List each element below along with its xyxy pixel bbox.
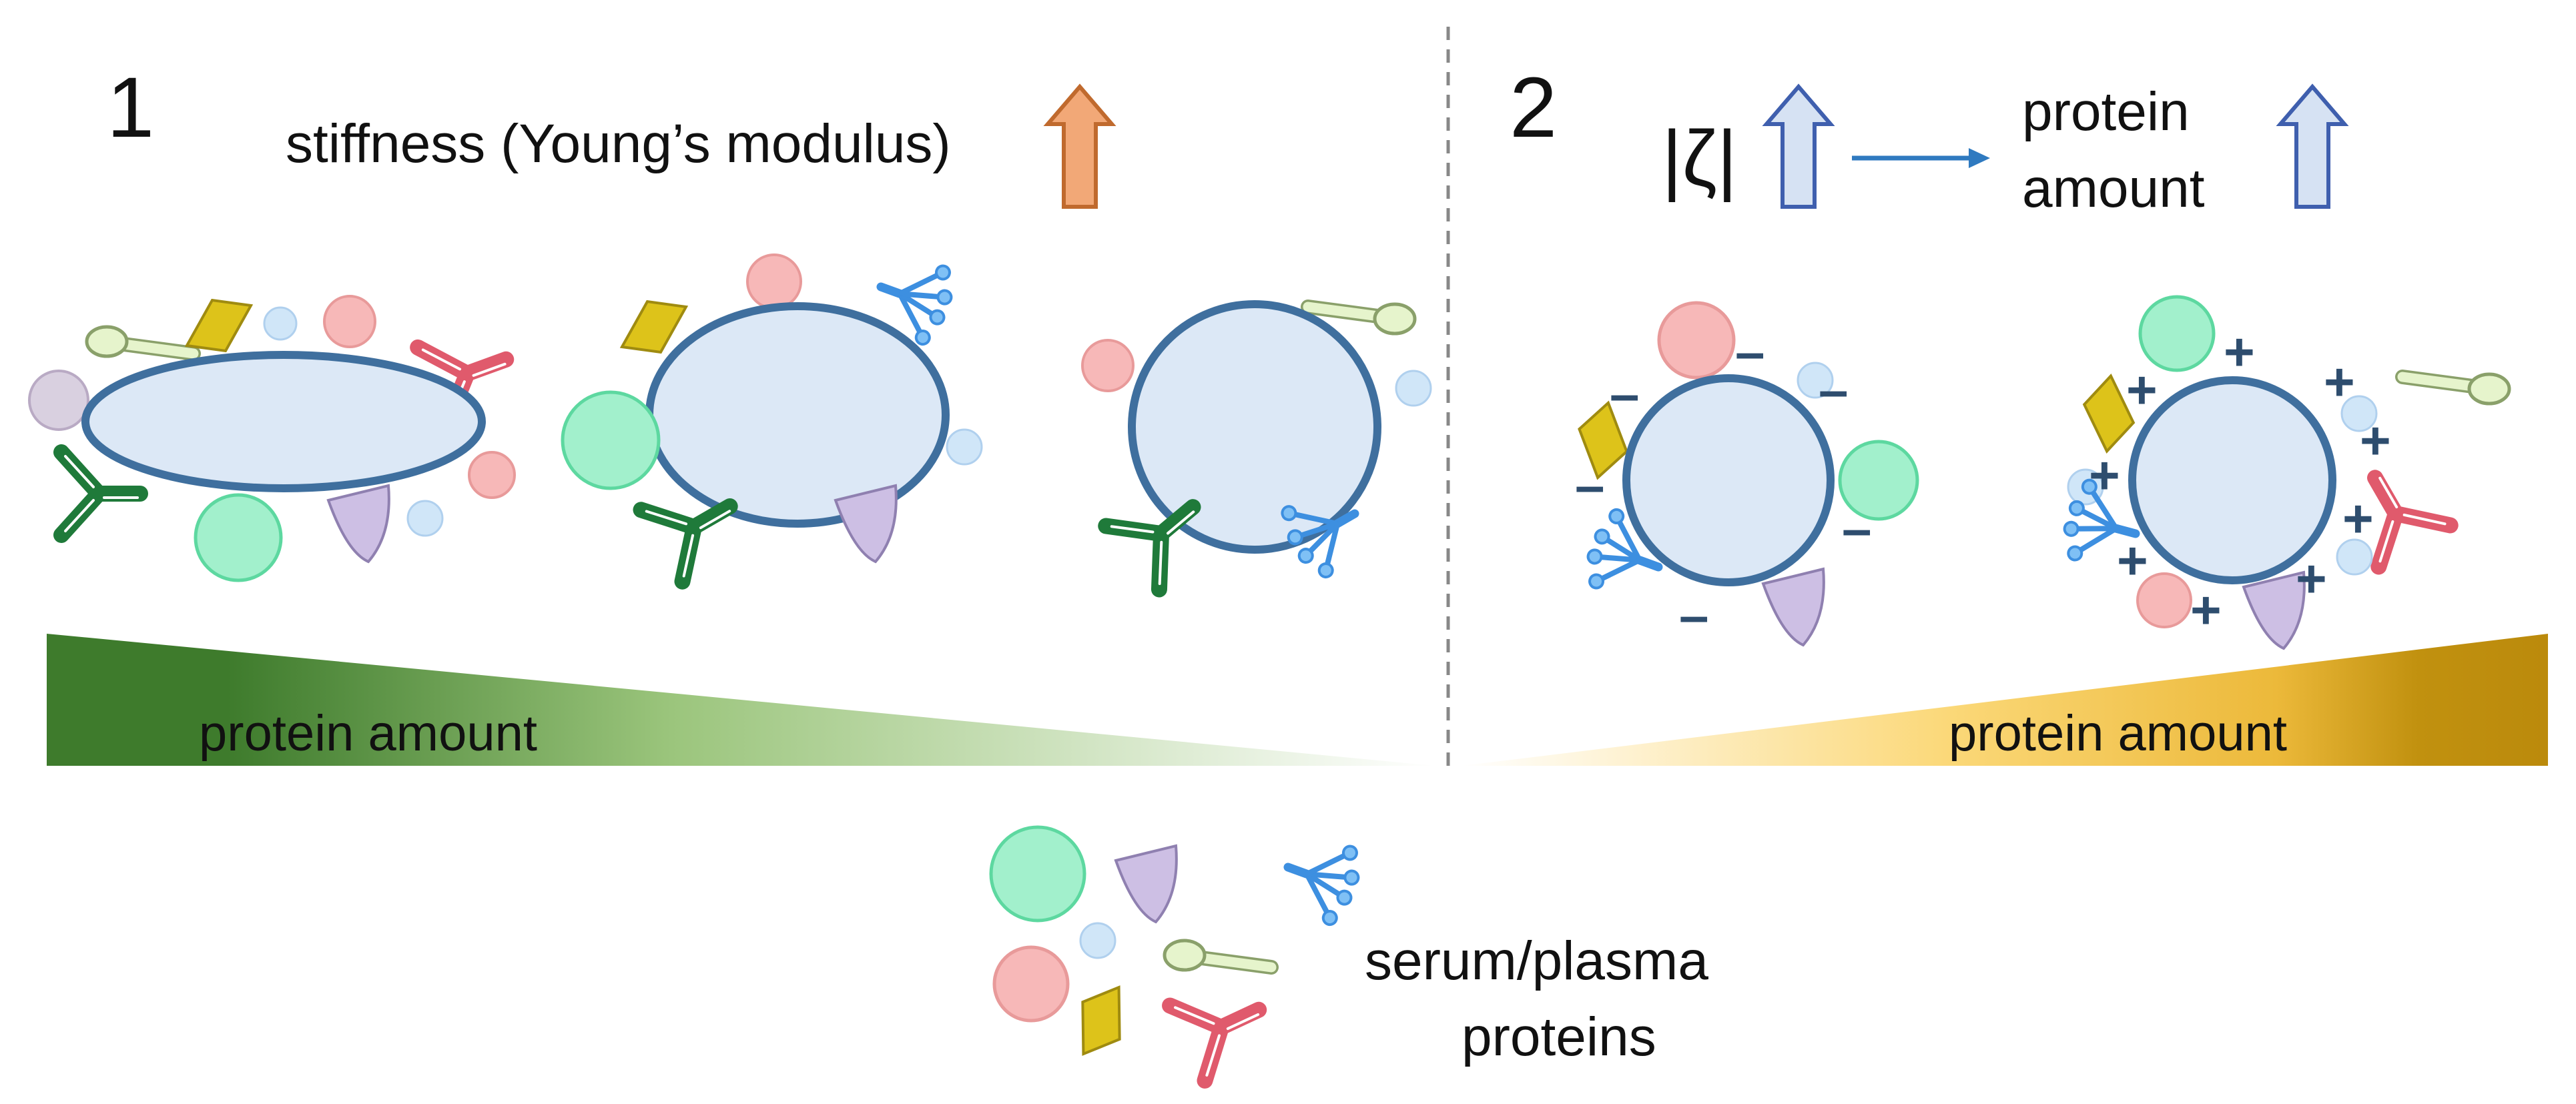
panel-2-number: 2 xyxy=(1510,60,1557,155)
panel-1-gradient-label: protein amount xyxy=(199,705,537,762)
stiffness-label: stiffness (Young’s modulus) xyxy=(286,113,951,174)
racket-protein-icon xyxy=(87,327,194,356)
panel-2: 2 |ζ| protein amount – – – – – – xyxy=(1462,60,2548,766)
protein-globule-icon xyxy=(1657,301,1736,380)
small-protein-icon xyxy=(946,428,983,466)
legend-line2: proteins xyxy=(1462,1007,1656,1067)
small-protein-icon xyxy=(263,306,298,341)
small-protein-icon xyxy=(1797,362,1834,399)
protein-globule-icon xyxy=(746,253,802,310)
positive-charge-sign: + xyxy=(2342,489,2374,548)
antibody-icon xyxy=(1170,973,1276,1081)
protein-globule-icon xyxy=(992,945,1070,1023)
intermediate-nanoparticle xyxy=(645,302,950,528)
soft-nanoparticle-corona xyxy=(28,295,520,582)
small-protein-icon xyxy=(2340,395,2378,432)
protein-legend: serum/plasma proteins xyxy=(989,825,1708,1081)
protein-globule-icon xyxy=(1838,440,1919,521)
rhomb-protein-icon xyxy=(1059,981,1143,1060)
negative-charge-sign: – xyxy=(1679,586,1709,645)
panel-2-protein-label-line2: amount xyxy=(2022,158,2205,219)
protein-globule-icon xyxy=(323,295,376,348)
positive-charge-sign: + xyxy=(2324,352,2355,412)
protein-globule-icon xyxy=(561,390,661,490)
soft-nanoparticle xyxy=(81,351,486,492)
racket-protein-icon xyxy=(2402,374,2509,404)
stiffness-up-arrow-icon xyxy=(1048,87,1112,207)
negative-charge-sign: – xyxy=(1819,360,1849,420)
intermediate-nanoparticle-corona xyxy=(561,248,983,582)
wedge-protein-icon xyxy=(834,484,898,563)
positive-charge-sign: + xyxy=(2360,411,2391,470)
legend-line1: serum/plasma xyxy=(1365,931,1708,991)
positive-charge-sign: + xyxy=(2126,360,2158,420)
positive-charge-sign: + xyxy=(2296,549,2327,608)
panel-1-number: 1 xyxy=(107,60,154,155)
zeta-up-arrow-icon xyxy=(1766,87,1831,207)
stiff-nanoparticle xyxy=(1128,300,1381,554)
small-protein-icon xyxy=(2336,538,2373,576)
negative-nanoparticle xyxy=(1622,374,1835,586)
relation-arrow-head-icon xyxy=(1969,148,1990,168)
protein-globule-icon xyxy=(28,370,89,431)
negative-charge-sign: – xyxy=(1610,364,1640,424)
negative-charge-sign: – xyxy=(1735,322,1765,382)
protein-globule-icon xyxy=(468,451,516,499)
protein-globule-icon xyxy=(989,825,1086,923)
small-protein-icon xyxy=(406,500,444,537)
stiff-nanoparticle-corona xyxy=(1081,300,1432,589)
zeta-potential-label: |ζ| xyxy=(1662,115,1737,203)
protein-amount-gradient-gold xyxy=(1462,634,2548,766)
negative-nanoparticle-corona: – – – – – – xyxy=(1562,301,1919,646)
negative-charge-sign: – xyxy=(1842,499,1872,558)
positive-nanoparticle xyxy=(2128,376,2336,584)
rhomb-protein-icon xyxy=(186,299,252,352)
positive-charge-sign: + xyxy=(2117,531,2148,590)
wedge-protein-icon xyxy=(1762,568,1825,646)
protein-amount-gradient-green xyxy=(47,634,1435,766)
wedge-protein-icon xyxy=(327,484,390,563)
protein-globule-icon xyxy=(1081,339,1135,392)
panel-1: 1 stiffness (Young’s modulus) xyxy=(28,60,1435,766)
racket-protein-icon xyxy=(1165,941,1271,970)
protein-globule-icon xyxy=(2136,572,2192,628)
protein-globule-icon xyxy=(194,493,283,582)
positive-charge-sign: + xyxy=(2224,322,2255,382)
positive-charge-sign: + xyxy=(2190,580,2222,640)
small-protein-icon xyxy=(1079,922,1116,959)
panel-2-protein-label-line1: protein xyxy=(2022,81,2190,142)
positive-nanoparticle-corona: + + + + + + + + + xyxy=(2057,295,2509,650)
small-protein-icon xyxy=(1395,370,1432,407)
glycan-icon xyxy=(1274,829,1367,929)
protein-globule-icon xyxy=(2138,295,2216,372)
negative-charge-sign: – xyxy=(1575,456,1605,515)
wedge-protein-icon xyxy=(1114,845,1178,923)
protein-up-arrow-icon xyxy=(2280,87,2344,207)
panel-2-gradient-label: protein amount xyxy=(1949,705,2287,762)
positive-charge-sign: + xyxy=(2089,446,2120,505)
rhomb-protein-icon xyxy=(621,300,687,354)
